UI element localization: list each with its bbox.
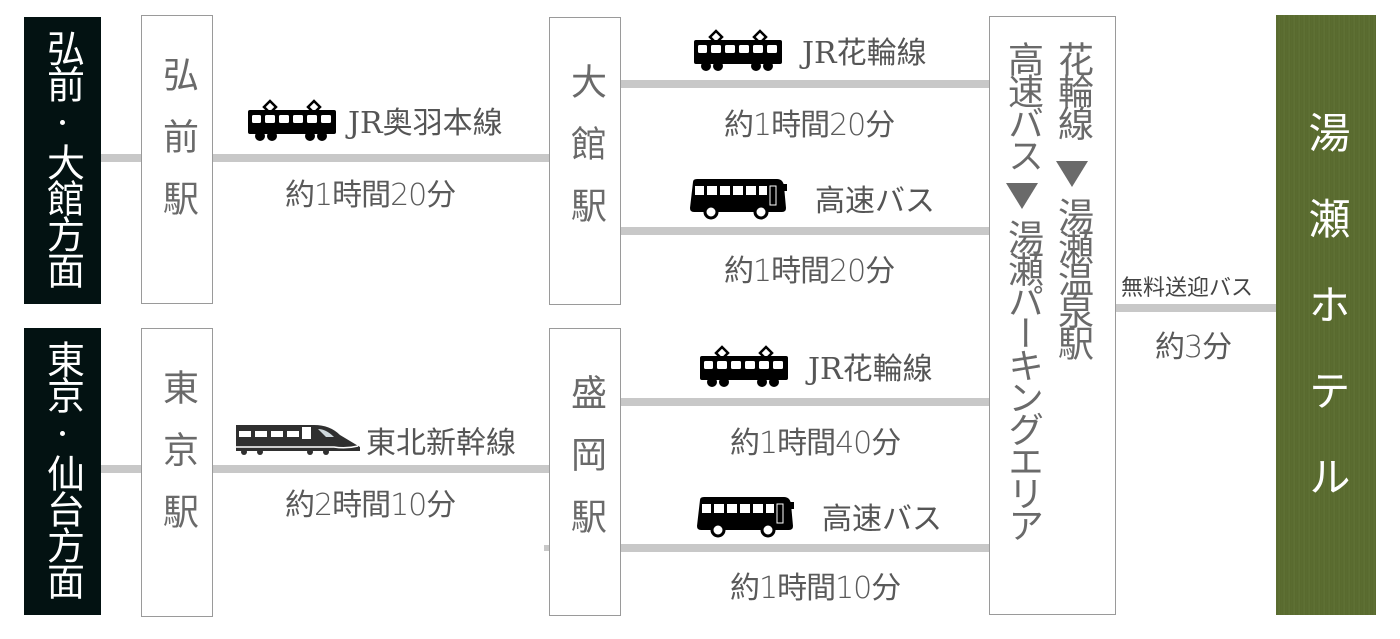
route-name: 高速バス [815, 184, 935, 219]
shinkansen-icon [236, 425, 360, 455]
arrow-down-icon [1056, 161, 1088, 187]
hotel-box: 湯瀬ホテル [1276, 15, 1376, 615]
origin-label: 東京·仙台方面 [40, 340, 85, 598]
line-odate-bus [620, 227, 990, 235]
route-label-tohoku-shinkansen: 東北新幹線 [234, 418, 516, 462]
destination-train-from: 花輪線 [1052, 41, 1093, 137]
line-tokyo-morioka [212, 465, 550, 473]
route-duration: 約1時間10分 [730, 571, 901, 606]
bus-icon [690, 179, 787, 220]
station-label: 東京駅 [157, 369, 198, 555]
station-label: 弘前駅 [157, 56, 198, 242]
station-tokyo: 東京駅 [141, 328, 213, 617]
route-name: JR奥羽本線 [348, 105, 503, 141]
bus-icon [697, 497, 794, 538]
train-icon [700, 345, 788, 387]
line-hirosaki-odate [212, 154, 550, 162]
station-label: 盛岡駅 [565, 374, 606, 560]
line-morioka-stub [544, 545, 550, 551]
line-morioka-train [620, 398, 990, 406]
route-label-hanawa-line-morioka: JR花輪線 [698, 343, 933, 388]
route-label-highway-bus-morioka: 高速バス [696, 494, 942, 538]
hotel-label: 湯瀬ホテル [1302, 111, 1351, 541]
route-label-highway-bus-odate: 高速バス [689, 176, 935, 220]
destination-bus-column: 高速バス 湯瀬パーキングエリア [1002, 41, 1043, 539]
line-origin2-tokyo [101, 465, 141, 473]
line-morioka-bus [620, 544, 990, 552]
route-name: 東北新幹線 [366, 426, 516, 461]
train-icon [248, 99, 336, 141]
route-duration: 約2時間10分 [285, 488, 456, 523]
route-duration: 約1時間20分 [724, 108, 895, 143]
route-name: 高速バス [822, 502, 942, 537]
route-name: JR花輪線 [802, 35, 927, 71]
shuttle-name: 無料送迎バス [1121, 276, 1254, 301]
train-icon [694, 29, 782, 71]
station-label: 大館駅 [565, 63, 606, 249]
destination-train-to: 湯瀬温泉駅 [1052, 197, 1093, 357]
line-odate-train [620, 80, 990, 88]
origin-hirosaki-odate: 弘前·大館方面 [24, 17, 101, 304]
destination-train-column: 花輪線 湯瀬温泉駅 [1052, 41, 1093, 357]
route-duration: 約1時間20分 [724, 254, 895, 289]
station-hirosaki: 弘前駅 [141, 15, 213, 304]
route-duration: 約1時間20分 [285, 178, 456, 213]
route-name: JR花輪線 [808, 351, 933, 387]
route-label-hanawa-line-odate: JR花輪線 [692, 27, 927, 72]
origin-tokyo-sendai: 東京·仙台方面 [24, 328, 101, 615]
station-odate: 大館駅 [549, 17, 621, 305]
destination-bus-from: 高速バス [1002, 41, 1043, 169]
destination-box: 高速バス 湯瀬パーキングエリア 花輪線 湯瀬温泉駅 [989, 16, 1116, 615]
arrow-down-icon [1006, 183, 1038, 209]
origin-label: 弘前·大館方面 [40, 29, 85, 287]
station-morioka: 盛岡駅 [549, 328, 621, 616]
route-label-ou-line: JR奥羽本線 [246, 97, 503, 142]
line-origin1-hirosaki [101, 154, 141, 162]
line-shuttle [1115, 304, 1277, 312]
shuttle-duration: 約3分 [1155, 330, 1232, 365]
destination-bus-to: 湯瀬パーキングエリア [1002, 219, 1043, 539]
route-duration: 約1時間40分 [730, 426, 901, 461]
